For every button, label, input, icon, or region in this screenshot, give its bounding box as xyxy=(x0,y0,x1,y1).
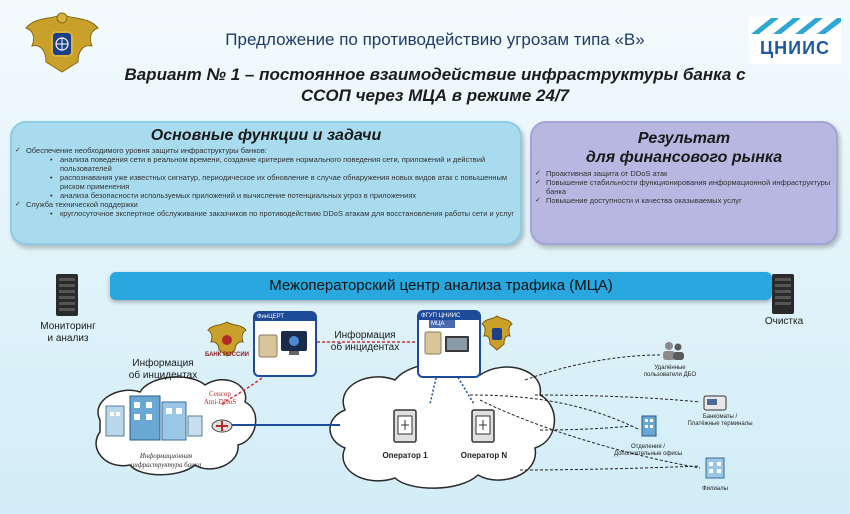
subtitle-line-2: ССОП через МЦА в режиме 24/7 xyxy=(300,86,570,105)
fincert-label: ФинЦЕРТ xyxy=(255,313,315,321)
bank-russia-emblem-icon xyxy=(207,321,247,357)
operator-n-label: Оператор N xyxy=(460,451,508,460)
page-title: Предложение по противодействию угрозам т… xyxy=(225,30,645,49)
mca-label: МЦА xyxy=(429,320,455,328)
info-incidents-middle-label: Информация об инцидентах xyxy=(330,330,400,353)
list-item: Проактивная защита от DDoS атак xyxy=(532,169,836,178)
list-item: Повышение доступности и качества оказыва… xyxy=(532,196,836,205)
sensor-label: Сенсор Anti-DDoS xyxy=(203,390,237,406)
remote-users-label: Удалённые пользователи ДБО xyxy=(643,365,697,378)
list-item: Повышение стабильности функционирования … xyxy=(532,178,836,196)
cleaning-label: Очистка xyxy=(764,316,804,327)
router-icon xyxy=(471,409,495,443)
logo-stripes-icon xyxy=(751,18,841,34)
users-icon xyxy=(663,342,684,360)
bank-buildings-icon xyxy=(105,395,203,441)
bank-infrastructure-label: Информационная инфраструктура банка xyxy=(130,452,202,469)
atm-label: Банкоматы / Платёжные терминалы xyxy=(687,414,753,427)
info-incidents-left-label: Информация об инцидентах xyxy=(128,358,198,381)
branch-building-icon xyxy=(705,457,725,479)
results-list: Проактивная защита от DDoS атак Повышени… xyxy=(532,169,836,205)
bank-russia-label: БАНК РОССИИ xyxy=(205,352,249,358)
fincert-box: ФинЦЕРТ xyxy=(253,311,317,377)
cniis-logo: ЦНИИС xyxy=(749,16,841,64)
workstation-icon xyxy=(424,331,469,355)
computer-icon xyxy=(258,331,307,358)
mca-band: Межоператорский центр анализа трафика (М… xyxy=(110,272,772,300)
logo-text: ЦНИИС xyxy=(759,38,831,58)
office-building-icon xyxy=(641,415,657,437)
list-item: Служба технической поддержки круглосуточ… xyxy=(12,200,520,218)
results-panel: Результат для финансового рынка Проактив… xyxy=(530,121,838,245)
sensor-device-icon xyxy=(211,419,233,433)
operator-1-label: Оператор 1 xyxy=(382,451,428,460)
functions-panel-title: Основные функции и задачи xyxy=(150,127,382,144)
atm-icon xyxy=(703,395,727,411)
monitoring-label: Мониторинг и анализ xyxy=(40,321,96,344)
subtitle-line-1: Вариант № 1 – постоянное взаимодействие … xyxy=(124,65,746,84)
branches-label: Филиалы xyxy=(702,486,728,492)
list-item: анализа поведения сети в реальном времен… xyxy=(50,155,520,173)
functions-list: Обеспечение необходимого уровня защиты и… xyxy=(12,146,520,218)
list-item: Обеспечение необходимого уровня защиты и… xyxy=(12,146,520,200)
results-panel-title: Результат для финансового рынка xyxy=(585,130,783,166)
operator-cloud-shape xyxy=(329,362,556,489)
list-item: круглосуточное экспертное обслуживание з… xyxy=(50,209,520,218)
cniis-emblem-icon xyxy=(481,315,513,351)
router-icon xyxy=(393,409,417,443)
eagle-emblem-icon xyxy=(25,12,99,73)
functions-panel: Основные функции и задачи Обеспечение не… xyxy=(10,121,522,245)
fsup-label: ФГУП ЦНИИС xyxy=(419,312,479,320)
server-rack-icon xyxy=(772,274,794,314)
list-item: распознавания уже известных сигнатур, пе… xyxy=(50,173,520,191)
page-subtitle: Вариант № 1 – постоянное взаимодействие … xyxy=(120,64,750,106)
server-rack-icon xyxy=(56,274,78,316)
offices-label: Отделения / Дополнительные офисы xyxy=(613,444,683,457)
mca-box: ФГУП ЦНИИС МЦА xyxy=(417,310,481,378)
list-item: анализа безопасности используемых прилож… xyxy=(50,191,520,200)
